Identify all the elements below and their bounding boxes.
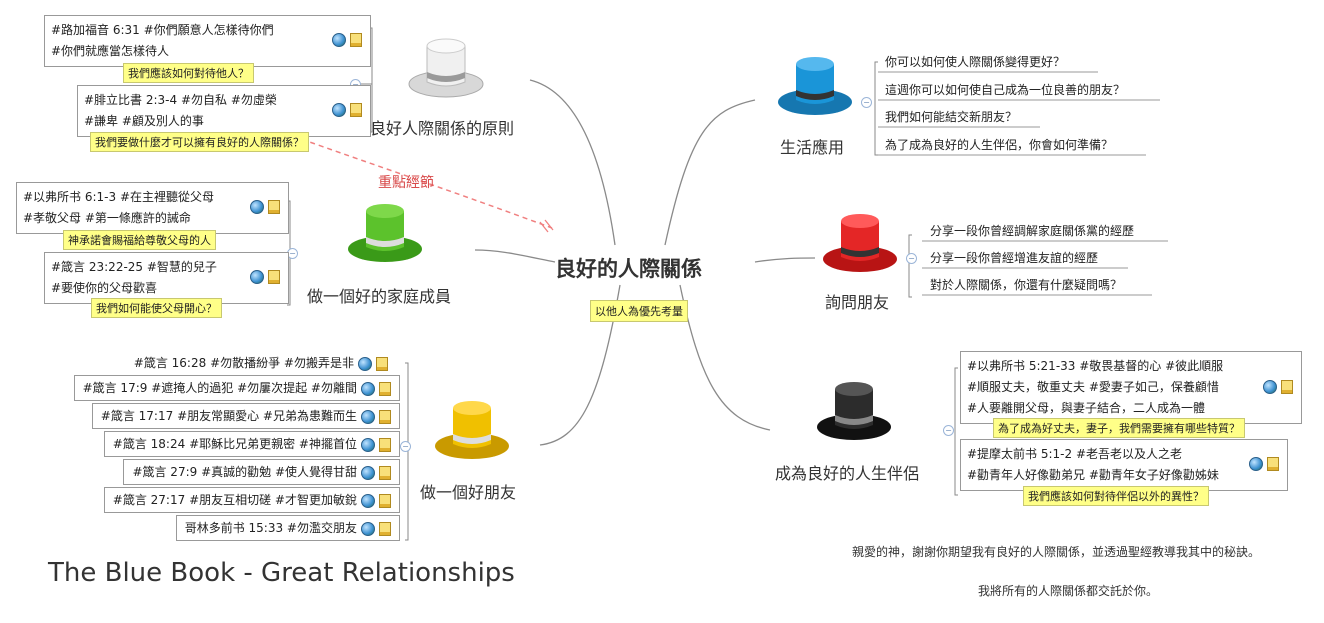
globe-icon[interactable]: [1263, 380, 1277, 394]
topic-line: #勸青年人好像勸弟兄 #勸青年女子好像勸姊妹: [967, 468, 1219, 482]
yellow-hat-icon: [435, 401, 509, 459]
globe-icon[interactable]: [1249, 457, 1263, 471]
list-item[interactable]: #箴言 27:17 #朋友互相切磋 #才智更加敏銳: [103, 487, 400, 513]
note-icon[interactable]: [376, 356, 388, 371]
note-icon[interactable]: [379, 465, 391, 480]
prayer-line: 親愛的神，謝謝你期望我有良好的人際關係，並透過聖經教導我其中的秘訣。: [852, 545, 1261, 559]
globe-icon[interactable]: [332, 103, 346, 117]
connector-ask: [754, 257, 816, 263]
list-item[interactable]: 哥林多前书 15:33 #勿濫交朋友: [175, 515, 400, 541]
white-hat-icon: [408, 38, 484, 98]
connector-family: [474, 249, 556, 263]
globe-icon[interactable]: [358, 356, 372, 371]
note-icon[interactable]: [1281, 380, 1293, 394]
list-item[interactable]: #箴言 18:24 #耶穌比兄弟更親密 #神擺首位: [103, 431, 400, 457]
note-icon[interactable]: [1267, 457, 1279, 471]
globe-icon[interactable]: [250, 200, 264, 214]
topic-phil-2-3[interactable]: #腓立比書 2:3-4 #勿自私 #勿虛榮 #謙卑 #顧及別人的事: [77, 85, 371, 137]
topic-note: 神承諾會賜福給尊敬父母的人: [63, 230, 216, 250]
topic-line: #順服丈夫，敬重丈夫 #愛妻子如己，保養顧惜: [967, 380, 1219, 394]
topic-line: #路加福音 6:31 #你們願意人怎樣待你們: [51, 23, 274, 37]
topic-note: 為了成為好丈夫，妻子，我們需要擁有哪些特質？: [993, 418, 1245, 438]
branch-life[interactable]: 生活應用: [780, 138, 845, 157]
note-icon[interactable]: [268, 270, 280, 284]
note-icon[interactable]: [379, 381, 391, 396]
globe-icon[interactable]: [250, 270, 264, 284]
collapse-toggle[interactable]: −: [906, 253, 917, 264]
branch-principles[interactable]: 良好人際關係的原則: [370, 119, 515, 138]
blue-hat-icon: [778, 57, 852, 115]
note-icon[interactable]: [350, 103, 362, 117]
note-icon[interactable]: [379, 437, 391, 452]
list-item[interactable]: #箴言 16:28 #勿散播紛爭 #勿搬弄是非: [134, 354, 388, 371]
globe-icon[interactable]: [361, 521, 375, 536]
topic-line: #謙卑 #顧及別人的事: [84, 114, 204, 128]
globe-icon[interactable]: [361, 465, 375, 480]
prayer-line: 我將所有的人際關係都交託於你。: [978, 584, 1159, 598]
question-item[interactable]: 為了成為良好的人生伴侶，你會如何準備？: [885, 138, 1114, 152]
list-item[interactable]: #箴言 17:17 #朋友常顯愛心 #兄弟為患難而生: [91, 403, 400, 429]
relationship-label: 重點經節: [378, 175, 434, 191]
branch-ask[interactable]: 詢問朋友: [825, 293, 890, 312]
topic-line: #孝敬父母 #第一條應許的誡命: [23, 211, 191, 225]
topic-prov-23-22[interactable]: #箴言 23:22-25 #智慧的兒子 #要使你的父母歡喜: [44, 252, 289, 304]
topic-line: #以弗所书 6:1-3 #在主裡聽從父母: [23, 190, 215, 204]
central-topic[interactable]: 良好的人際關係: [555, 257, 702, 281]
question-item[interactable]: 這週你可以如何使自己成為一位良善的朋友？: [885, 83, 1126, 97]
globe-icon[interactable]: [361, 409, 375, 424]
map-title: The Blue Book - Great Relationships: [48, 558, 515, 588]
topic-1tim-5-1[interactable]: #提摩太前书 5:1-2 #老吾老以及人之老 #勸青年人好像勸弟兄 #勸青年女子…: [960, 439, 1288, 491]
branch-partner[interactable]: 成為良好的人生伴侶: [775, 464, 920, 483]
topic-note: 我們應該如何對待他人？: [123, 63, 254, 83]
black-hat-icon: [817, 382, 891, 440]
topic-line: #你們就應當怎樣待人: [51, 44, 170, 58]
globe-icon[interactable]: [361, 493, 375, 508]
topic-note: 我們要做什麼才可以擁有良好的人際關係？: [90, 132, 309, 152]
globe-icon[interactable]: [361, 437, 375, 452]
collapse-toggle[interactable]: −: [861, 97, 872, 108]
topic-line: #以弗所书 5:21-33 #敬畏基督的心 #彼此順服: [967, 359, 1224, 373]
connector-life: [664, 99, 756, 246]
connector-partner: [679, 284, 771, 431]
topic-line: #人要離開父母，與妻子結合，二人成為一體: [967, 401, 1206, 415]
topic-line: #提摩太前书 5:1-2 #老吾老以及人之老: [967, 447, 1183, 461]
topic-line: #腓立比書 2:3-4 #勿自私 #勿虛榮: [84, 93, 277, 107]
topic-note: 我們如何能使父母開心？: [91, 298, 222, 318]
branch-friend[interactable]: 做一個好朋友: [420, 483, 517, 502]
topic-line: #箴言 23:22-25 #智慧的兒子: [51, 260, 217, 274]
note-icon[interactable]: [379, 521, 391, 536]
connector-friend: [539, 284, 621, 446]
question-item[interactable]: 分享一段你曾經調解家庭關係黨的經歷: [930, 224, 1135, 238]
green-hat-icon: [348, 204, 422, 262]
question-item[interactable]: 分享一段你曾經增進友誼的經歷: [930, 251, 1099, 265]
question-item[interactable]: 我們如何能結交新朋友？: [885, 110, 1018, 124]
branch-family[interactable]: 做一個好的家庭成員: [307, 287, 452, 306]
globe-icon[interactable]: [332, 33, 346, 47]
red-hat-icon: [823, 214, 897, 272]
note-icon[interactable]: [379, 409, 391, 424]
list-item[interactable]: #箴言 27:9 #真誠的勸勉 #使人覺得甘甜: [123, 459, 400, 485]
topic-luke-6-31[interactable]: #路加福音 6:31 #你們願意人怎樣待你們 #你們就應當怎樣待人: [44, 15, 371, 67]
globe-icon[interactable]: [361, 381, 375, 396]
topic-line: #要使你的父母歡喜: [51, 281, 158, 295]
note-icon[interactable]: [379, 493, 391, 508]
topic-eph-5-21[interactable]: #以弗所书 5:21-33 #敬畏基督的心 #彼此順服 #順服丈夫，敬重丈夫 #…: [960, 351, 1302, 424]
connector-principles: [529, 79, 616, 246]
question-item[interactable]: 你可以如何使人際關係變得更好？: [885, 55, 1066, 69]
question-item[interactable]: 對於人際關係，你還有什麼疑問嗎？: [930, 278, 1123, 292]
list-item[interactable]: #箴言 17:9 #遮掩人的過犯 #勿屢次提起 #勿離間: [73, 375, 400, 401]
collapse-toggle[interactable]: −: [400, 441, 411, 452]
central-note: 以他人為優先考量: [590, 300, 688, 322]
note-icon[interactable]: [268, 200, 280, 214]
topic-note: 我們應該如何對待伴侶以外的異性？: [1023, 486, 1209, 506]
note-icon[interactable]: [350, 33, 362, 47]
topic-eph-6-1[interactable]: #以弗所书 6:1-3 #在主裡聽從父母 #孝敬父母 #第一條應許的誡命: [16, 182, 289, 234]
collapse-toggle[interactable]: −: [943, 425, 954, 436]
